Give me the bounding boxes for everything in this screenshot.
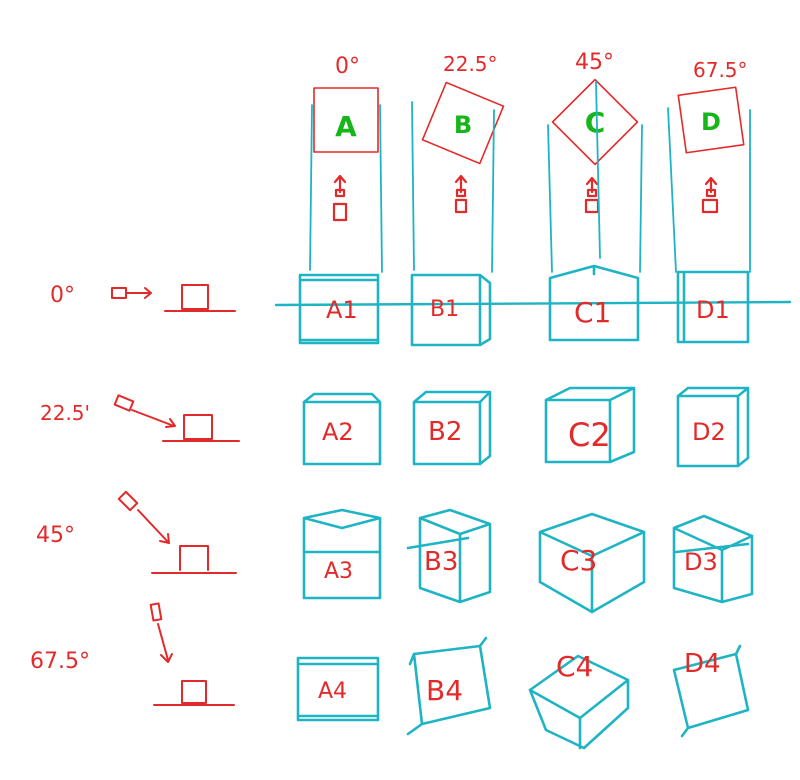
top-letter-b: B — [454, 111, 472, 139]
cube-sketch-d1 — [676, 270, 750, 344]
cube-sketch-c2 — [544, 386, 636, 464]
cube-label-a3: A3 — [324, 559, 353, 584]
cube-sketch-c3 — [538, 512, 646, 614]
cube-label-d4: D4 — [684, 649, 721, 679]
camera-icon — [701, 176, 719, 214]
camera-icon — [117, 490, 139, 512]
box-on-ground-icon — [181, 680, 207, 704]
cube-label-b2: B2 — [428, 417, 462, 447]
camera-icon — [584, 176, 600, 214]
cube-label-c4: C4 — [556, 650, 593, 683]
row-setup-1 — [113, 394, 240, 442]
cube-sketch-a3 — [302, 508, 382, 600]
camera-icon — [111, 287, 127, 299]
top-angle-label-0: 0° — [335, 54, 360, 79]
top-view-square-d: D — [677, 86, 745, 154]
cube-sketch-b1 — [410, 273, 492, 347]
arrow-icon — [137, 509, 170, 544]
row-setup-3 — [149, 602, 235, 706]
top-letter-d: D — [701, 108, 721, 136]
camera-icon — [332, 174, 348, 222]
cube-label-d3: D3 — [684, 548, 718, 576]
row-angle-label-0: 0° — [50, 283, 75, 308]
cube-label-d2: D2 — [692, 418, 726, 446]
cube-label-c3: C3 — [560, 544, 597, 577]
top-view-square-b: B — [421, 81, 505, 165]
horizon-line — [274, 300, 792, 307]
arrow-icon — [131, 409, 176, 428]
top-angle-label-3: 67.5° — [693, 58, 748, 82]
cube-sketch-c4 — [528, 654, 630, 750]
cube-label-a2: A2 — [322, 418, 354, 446]
row-angle-label-2: 45° — [36, 523, 75, 548]
row-angle-label-3: 67.5° — [30, 649, 90, 674]
projection-lines — [309, 81, 751, 273]
cube-label-b4: B4 — [426, 674, 463, 707]
cube-label-b1: B1 — [430, 297, 459, 322]
arrow-icon — [126, 287, 152, 299]
camera-icon — [149, 602, 163, 622]
cube-sketch-b2 — [412, 390, 492, 466]
cube-sketch-c1 — [548, 264, 640, 342]
top-letter-a: A — [335, 110, 357, 143]
cube-sketch-b3 — [406, 508, 492, 604]
top-view-square-a: A — [313, 87, 379, 153]
cube-label-a4: A4 — [318, 679, 347, 704]
cube-label-a1: A1 — [326, 296, 358, 324]
cube-sketch-a1 — [298, 273, 380, 345]
box-on-ground-icon — [181, 284, 209, 310]
box-on-ground-icon — [179, 545, 209, 571]
row-angle-label-1: 22.5' — [40, 401, 90, 425]
top-view-square-c: C — [551, 78, 639, 166]
top-angle-label-2: 45° — [575, 50, 614, 75]
camera-icon — [113, 394, 135, 412]
cube-label-c1: C1 — [574, 296, 611, 329]
cube-sketch-d3 — [672, 514, 754, 604]
cube-label-d1: D1 — [696, 296, 730, 324]
cube-sketch-a2 — [302, 392, 382, 466]
camera-icon — [454, 174, 468, 214]
row-setup-2 — [117, 490, 237, 574]
camera-icons-top — [332, 174, 719, 222]
top-angle-label-1: 22.5° — [443, 52, 498, 76]
cube-sketch-d4 — [672, 644, 750, 738]
cube-sketch-b4 — [406, 636, 492, 736]
top-letter-c: C — [585, 106, 606, 139]
cube-label-c2: C2 — [568, 416, 611, 454]
cube-sketch-a4 — [296, 656, 380, 722]
box-on-ground-icon — [183, 414, 213, 440]
row-setup-0 — [111, 284, 236, 312]
cube-label-b3: B3 — [424, 547, 458, 577]
arrow-icon — [157, 623, 173, 663]
cube-sketch-d2 — [676, 386, 750, 468]
